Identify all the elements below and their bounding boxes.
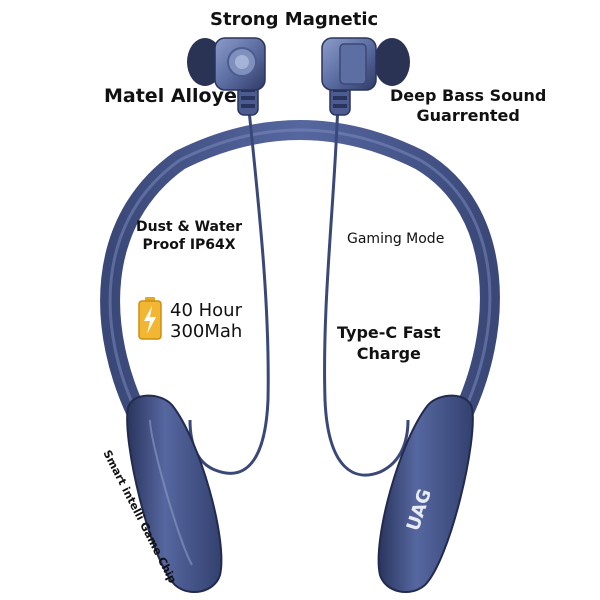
feature-typec-line1: Type-C Fast xyxy=(337,323,441,342)
feature-gaming-mode: Gaming Mode xyxy=(347,231,445,247)
feature-metal-alloy: Matel Alloye xyxy=(104,85,237,107)
feature-dust-water: Dust & Water Proof IP64X xyxy=(136,218,242,254)
left-cable xyxy=(188,99,270,475)
feature-dust-water-line1: Dust & Water xyxy=(136,219,243,235)
battery-charging-icon xyxy=(138,297,162,340)
feature-battery-line1: 40 Hour xyxy=(170,300,242,321)
feature-typec-line2: Charge xyxy=(356,344,421,363)
right-earbud xyxy=(321,37,410,116)
right-control-pod xyxy=(377,394,474,594)
left-control-pod xyxy=(126,394,223,594)
feature-battery: 40 Hour 300Mah xyxy=(170,300,242,342)
feature-typec-charge: Type-C Fast Charge xyxy=(337,322,441,364)
right-cable xyxy=(323,99,410,477)
feature-strong-magnetic: Strong Magnetic xyxy=(210,9,379,30)
feature-dust-water-line2: Proof IP64X xyxy=(142,237,236,253)
feature-deep-bass: Deep Bass Sound Guarrented xyxy=(390,86,546,126)
feature-deep-bass-line2: Guarrented xyxy=(416,106,520,125)
feature-battery-line2: 300Mah xyxy=(170,321,243,342)
neckband xyxy=(100,120,500,430)
feature-deep-bass-line1: Deep Bass Sound xyxy=(390,86,547,105)
left-earbud xyxy=(187,37,266,116)
